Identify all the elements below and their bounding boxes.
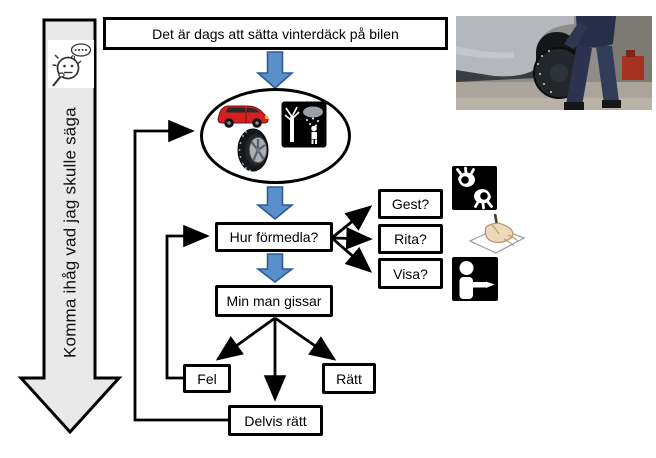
- loop-delvis-to-bubble: [133, 119, 228, 422]
- arrow-gissar-to-ratt: [274, 316, 337, 361]
- node-delvis-ratt: Delvis rätt: [228, 405, 323, 436]
- node-hur-formedla-label: Hur förmedla?: [229, 229, 319, 245]
- arrow-hur-to-visa: [332, 237, 373, 273]
- arrow-gissar-to-fel: [215, 316, 276, 361]
- arrow-hur-to-rita: [332, 227, 373, 250]
- node-delvis-ratt-label: Delvis rätt: [244, 412, 307, 429]
- big-arrow-label: Komma ihåg vad jag skulle säga: [60, 107, 80, 359]
- node-ratt-label: Rätt: [336, 370, 362, 387]
- loop-fel-to-hur: [165, 224, 210, 380]
- node-fel: Fel: [183, 364, 231, 393]
- thinking-face-speech-bubble-icon: [48, 40, 94, 88]
- node-ratt: Rätt: [322, 363, 376, 394]
- flow-arrow-hur-to-gissar: [255, 253, 295, 284]
- pointing-person-icon: [452, 257, 498, 301]
- node-visa: Visa?: [378, 258, 443, 289]
- node-min-man-gissar-label: Min man gissar: [226, 293, 322, 309]
- node-rita: Rita?: [378, 224, 443, 254]
- node-visa-label: Visa?: [393, 265, 428, 282]
- title-box: Det är dags att sätta vinterdäck på bile…: [103, 17, 448, 50]
- node-gest-label: Gest?: [391, 196, 430, 212]
- sign-language-icon: [452, 166, 497, 210]
- node-hur-formedla: Hur förmedla?: [215, 222, 333, 252]
- title-text: Det är dags att sätta vinterdäck på bile…: [152, 25, 399, 42]
- winter-tire-change-photo: [456, 16, 652, 110]
- node-gest: Gest?: [378, 189, 443, 219]
- node-fel-label: Fel: [197, 370, 217, 387]
- red-car-icon: [216, 98, 270, 130]
- drawing-hand-icon: [468, 211, 526, 256]
- node-rita-label: Rita?: [394, 231, 427, 247]
- winter-tire-icon: [236, 127, 274, 173]
- flow-arrow-bubble-to-hur: [255, 186, 295, 221]
- winter-weather-pictogram: [281, 101, 327, 148]
- node-min-man-gissar: Min man gissar: [215, 285, 333, 317]
- big-remember-arrow: [17, 18, 123, 435]
- flow-arrow-title-to-bubble: [255, 51, 295, 90]
- arrow-hur-to-gest: [332, 205, 373, 239]
